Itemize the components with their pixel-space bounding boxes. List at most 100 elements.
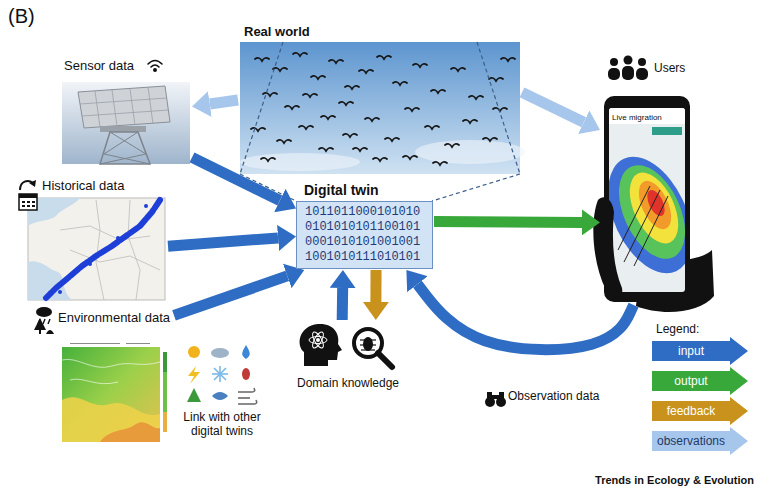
linked-twins-icons <box>238 400 257 404</box>
weather-map <box>62 397 160 442</box>
real-world-photo <box>463 120 477 123</box>
flow-arrow <box>174 276 287 315</box>
real-world-photo <box>445 144 459 147</box>
radar-photo <box>110 132 146 154</box>
data-source: Sensor data <box>60 58 192 166</box>
calendar-icon <box>29 180 36 187</box>
weather-map <box>62 340 167 442</box>
hand-and-phone <box>609 155 685 269</box>
real-world-photo <box>469 96 483 99</box>
real-world-photo <box>251 128 265 131</box>
domain-knowledge-icons <box>360 340 376 350</box>
legend-text: observations <box>652 434 730 448</box>
real-world-photo <box>345 86 359 89</box>
weather-map <box>163 412 167 432</box>
real-world-photo <box>261 158 275 161</box>
legend-arrow-swatch <box>652 337 748 365</box>
domain-knowledge-icons <box>361 349 375 350</box>
weather-map <box>70 343 150 344</box>
flow-arrow <box>192 157 280 200</box>
real-world-photo <box>255 58 269 61</box>
journal-watermark: Trends in Ecology & Evolution <box>595 474 754 487</box>
real-world-photo <box>299 126 313 129</box>
real-world-photo <box>385 138 399 141</box>
environment-icon <box>36 307 52 317</box>
legend-heading: Legend: <box>656 322 699 336</box>
hand-and-phone <box>593 197 622 297</box>
weather-map <box>126 343 150 344</box>
legend-arrow-swatch <box>652 367 748 395</box>
linked-twins: Link with other digital twins <box>180 340 265 444</box>
flow-arrow <box>434 216 582 228</box>
legend-text: feedback <box>652 404 730 418</box>
radar-photo <box>104 132 138 154</box>
historical-map <box>46 200 160 298</box>
weather-map <box>70 343 120 344</box>
linked-twins-icons <box>214 368 226 380</box>
users-icon <box>622 66 634 80</box>
radar-photo <box>104 154 150 164</box>
view-projection-lines <box>477 42 520 174</box>
radar-photo <box>78 86 170 128</box>
real-world-photo <box>273 68 287 71</box>
real-world-photo <box>359 70 373 73</box>
linked-twins-icons <box>214 368 226 380</box>
linked-twins-icons <box>187 388 201 402</box>
node-heading: Link with other digital twins <box>180 410 264 439</box>
linked-twins-icons <box>211 348 229 358</box>
domain-knowledge-icons <box>378 353 392 367</box>
radar-photo <box>80 87 169 127</box>
users-icon <box>624 56 633 65</box>
radar-photo <box>100 154 146 164</box>
real-world-photo <box>425 126 439 129</box>
wifi-icon <box>151 65 159 67</box>
data-source: Historical data <box>20 178 168 302</box>
real-world-photo <box>433 162 447 165</box>
node-heading: Historical data <box>42 178 124 194</box>
real-world-photo <box>240 42 525 174</box>
hand-and-phone <box>634 196 668 266</box>
calendar-icon <box>22 205 25 207</box>
radar-photo <box>100 132 150 164</box>
domain-knowledge-icons <box>363 337 373 351</box>
hand-and-phone <box>624 190 660 262</box>
domain-knowledge-icons <box>310 330 325 349</box>
edge-label: Observation data <box>506 389 601 403</box>
calendar-icon <box>22 201 25 203</box>
real-world-photo <box>373 158 387 161</box>
real-world-photo <box>405 108 419 111</box>
flow-arrow <box>417 284 633 349</box>
historical-map <box>58 290 62 294</box>
real-world-photo <box>343 134 357 137</box>
environment-icon <box>34 318 46 330</box>
weather-map <box>163 352 167 372</box>
hand-and-phone <box>652 127 682 135</box>
domain-knowledge-icons <box>310 330 325 349</box>
domain-knowledge-icons <box>300 324 392 367</box>
real-world-photo <box>489 78 503 81</box>
weather-map <box>62 340 160 442</box>
hand-and-phone <box>620 165 685 251</box>
panel-letter: (B) <box>8 4 35 28</box>
environment-icon <box>48 319 50 324</box>
domain-knowledge-icons <box>300 324 342 366</box>
weather-map <box>163 352 167 432</box>
linked-twins-icons <box>188 366 200 384</box>
wifi-icon <box>148 61 162 65</box>
real-world-photo <box>431 90 445 93</box>
real-world-photo <box>311 76 325 79</box>
radar-photo <box>100 126 146 132</box>
real-world-photo <box>393 82 407 85</box>
users-icon <box>638 58 646 66</box>
historical-map <box>144 204 148 208</box>
node-heading: Sensor data <box>64 58 134 74</box>
photo-panel: Real world <box>238 24 522 176</box>
radar-photo <box>62 82 190 164</box>
real-world-photo <box>353 148 367 151</box>
linked-twins-icons <box>238 397 250 399</box>
hand-and-phone <box>591 96 714 312</box>
legend-swatches <box>652 337 748 455</box>
flow-arrow <box>370 270 381 302</box>
